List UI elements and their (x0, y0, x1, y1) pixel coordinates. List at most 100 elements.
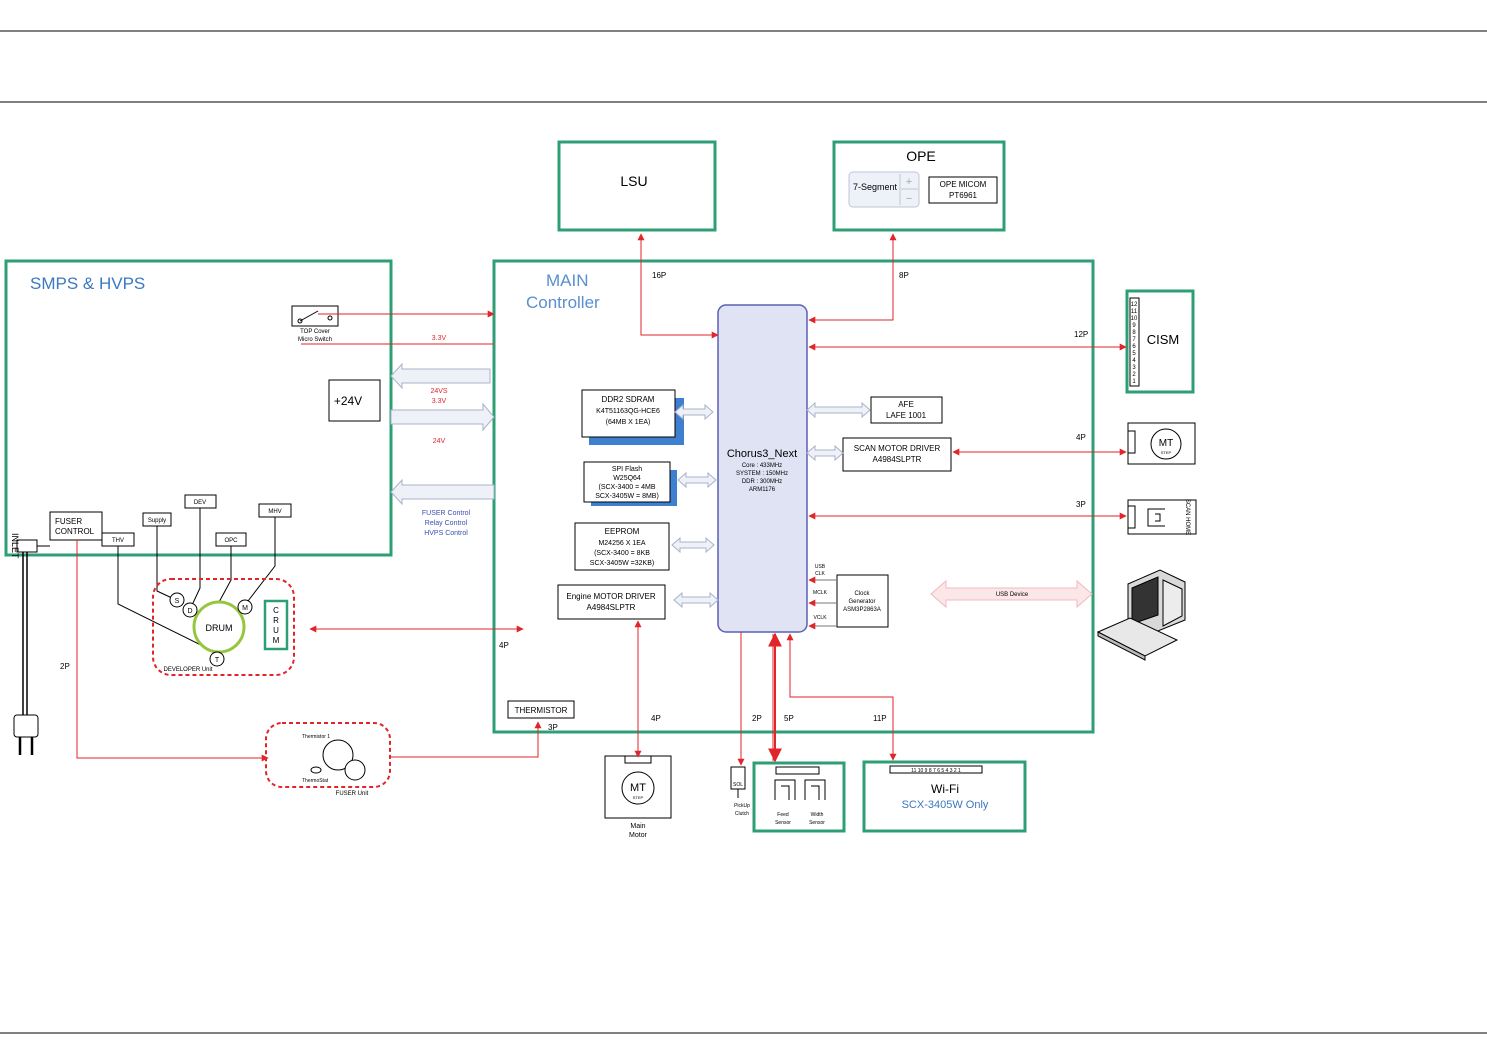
smps-title: SMPS & HVPS (30, 274, 145, 293)
sensor-connector-icon (775, 766, 820, 775)
page-rules (0, 30, 1487, 1034)
label-24v: 24V (433, 438, 446, 445)
ddr2-part: K4T51163QG-HCE6 (596, 408, 660, 415)
wifi-module: 11 10 9 8 7 6 5 4 3 2 1 Wi-Fi SCX-3405W … (862, 760, 1027, 833)
feed-sensor-label-1: Feed (777, 812, 789, 818)
wifi-pin-labels: 11 10 9 8 7 6 5 4 3 2 1 (911, 768, 961, 774)
engine-driver-label: Engine MOTOR DRIVER (566, 592, 655, 601)
scan-driver-box (842, 437, 952, 472)
fuser-control-label-1: FUSER (55, 517, 82, 526)
plus-key-icon: + (906, 176, 912, 188)
pressure-roller-icon (344, 759, 366, 781)
cism-pin-1: 1 (1132, 379, 1136, 385)
main-motor-icon (621, 771, 655, 805)
transfer-roller-label: T (215, 657, 220, 664)
dev-roller-icon (182, 602, 198, 618)
thermistor-label: THERMISTOR (515, 706, 568, 715)
main-title-2: Controller (526, 293, 600, 312)
cpu-ddr: DDR : 300MHz (742, 479, 782, 485)
usb-device-arrow (930, 579, 1093, 609)
minus-key-icon: − (906, 193, 912, 205)
scan-driver-part: A4984SLPTR (873, 455, 922, 464)
ope-pins-label: 8P (899, 271, 909, 280)
cpu-name: Chorus3_Next (727, 448, 797, 460)
supply-roller-icon (169, 592, 185, 608)
power-labels: 3.3V 24VS 3.3V 24V FUSER Control Relay C… (422, 335, 471, 537)
power-plug-icon (13, 714, 39, 738)
crum-letter-m: M (273, 636, 280, 645)
thermistor1-label: Thermistor 1 (302, 734, 330, 740)
engine-driver-box (557, 584, 666, 620)
clock-gen-part: ASM3P2863A (843, 607, 881, 613)
scan-motor-connector-icon (1127, 430, 1136, 454)
eeprom-size-1: (SCX-3400 = 8KB (594, 550, 650, 557)
thv-label: THV (112, 538, 124, 544)
cism-pin-3: 3 (1132, 365, 1136, 371)
cism-pin-4: 4 (1132, 358, 1136, 364)
label-relay-control: Relay Control (425, 520, 468, 527)
afe-label: AFE (898, 400, 914, 409)
lsu-pins-label: 16P (652, 271, 666, 280)
cpu-system: SYSTEM : 150MHz (736, 471, 788, 477)
cism-pin-8: 8 (1132, 330, 1136, 336)
spi-bus-arrow (677, 471, 717, 489)
fuser-control-box (49, 511, 103, 541)
label-fuser-control: FUSER Control (422, 510, 471, 517)
plus24v-label: +24V (334, 394, 362, 408)
ope-micom-box (928, 176, 998, 204)
wifi-subtitle: SCX-3405W Only (902, 799, 989, 811)
main-mt-label: MT (630, 782, 646, 794)
seven-segment-label: 7-Segment (853, 182, 898, 192)
lsu-module: LSU (557, 140, 717, 232)
eeprom-label: EEPROM (605, 527, 640, 536)
ddr2-label: DDR2 SDRAM (602, 395, 655, 404)
fuser-power-link (76, 540, 269, 762)
thermistor-link (390, 721, 542, 758)
label-33v-mid: 3.3V (432, 398, 447, 405)
cism-module: CISM 12 11 10 9 8 7 6 5 4 3 2 1 (1125, 289, 1195, 394)
main-motor-connector-icon (624, 755, 652, 764)
pc-icon (1096, 569, 1186, 661)
afe-box (870, 396, 943, 424)
mhv-roller-label: M (242, 605, 248, 612)
main-step-label: STEP (633, 795, 644, 800)
lsu-link (637, 233, 719, 339)
plus24v-box (328, 379, 381, 422)
wifi-link (786, 633, 897, 761)
cism-pin-6: 6 (1132, 344, 1136, 350)
width-sensor-label-2: Sensor (809, 820, 825, 826)
spi-box (583, 461, 671, 503)
scan-home-sensor-icon (1147, 508, 1165, 527)
clutch-pins-label: 2P (752, 714, 762, 723)
main-motor-label-1: Main (630, 823, 645, 830)
clock-gen-box (836, 574, 889, 628)
cism-pin-7: 7 (1132, 337, 1136, 343)
spi-label: SPI Flash (612, 466, 642, 473)
clock-gen-label-1: Clock (854, 591, 870, 597)
supply-label: Supply (148, 518, 166, 524)
ddr2-bus-arrow (674, 403, 714, 421)
scan-motor: MT STEP (1127, 422, 1196, 465)
supply-roller-label: S (175, 598, 180, 605)
lsu-label: LSU (620, 173, 647, 189)
feed-sensor-icon (774, 779, 796, 800)
cpu-core: Core : 433MHz (742, 463, 782, 469)
crum-letter-u: U (273, 626, 279, 635)
eeprom-bus-arrow (671, 536, 715, 554)
usb-clk-label-1: USB (815, 564, 826, 570)
cism-pin-10: 10 (1131, 316, 1138, 322)
clock-gen-label-2: Generator (848, 599, 875, 605)
fuser-pins-label: 2P (60, 662, 70, 671)
cism-connector-icon (1129, 297, 1140, 387)
main-title-1: MAIN (546, 271, 589, 290)
developer-caption: DEVELOPER Unit (163, 667, 212, 673)
micro-switch-label-1: TOP Cover (300, 329, 330, 335)
spi-size-1: (SCX-3400 = 4MB (599, 484, 656, 491)
mhv-roller-icon (237, 599, 253, 615)
cism-label: CISM (1147, 332, 1180, 347)
sensor-pins-label: 5P (784, 714, 794, 723)
thermostat-label: ThermoStat (302, 778, 329, 784)
micro-switch-icon (291, 305, 339, 327)
cism-pin-11: 11 (1131, 309, 1138, 315)
scan-driver-label: SCAN MOTOR DRIVER (854, 444, 941, 453)
